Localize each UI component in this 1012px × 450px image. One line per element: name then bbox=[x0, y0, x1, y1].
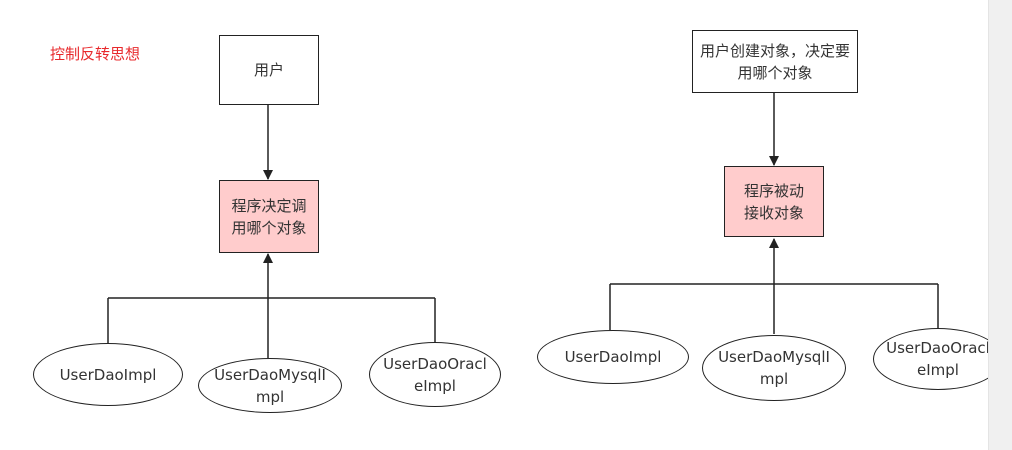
right-impl-userdaomysqlimpl[interactable]: UserDaoMysqlImpl bbox=[702, 335, 846, 401]
right-impl-label-1: UserDaoImpl bbox=[564, 348, 662, 366]
vertical-scrollbar[interactable] bbox=[988, 0, 1012, 450]
right-user-box[interactable]: 用户创建对象，决定要用哪个对象 bbox=[692, 30, 858, 93]
left-impl-userdaooracleimpl[interactable]: UserDaoOracleImpl bbox=[369, 342, 501, 407]
left-impl-label-1: UserDaoImpl bbox=[59, 365, 157, 384]
right-user-label: 用户创建对象，决定要用哪个对象 bbox=[700, 41, 851, 82]
left-user-box[interactable]: 用户 bbox=[219, 35, 319, 105]
right-impl-userdaoimpl[interactable]: UserDaoImpl bbox=[537, 330, 689, 384]
right-program-label: 程序被动接收对象 bbox=[743, 181, 804, 222]
left-impl-label-2: UserDaoMysqlImpl bbox=[214, 365, 326, 406]
left-impl-userdaoimpl[interactable]: UserDaoImpl bbox=[33, 343, 183, 406]
left-impl-label-3: UserDaoOracleImpl bbox=[383, 354, 487, 395]
right-impl-label-3: UserDaoOracleImpl bbox=[886, 339, 990, 379]
diagram-caption: 控制反转思想 bbox=[50, 45, 141, 63]
left-program-label: 程序决定调用哪个对象 bbox=[231, 196, 307, 237]
left-user-label: 用户 bbox=[253, 61, 284, 79]
left-impl-userdaomysqlimpl[interactable]: UserDaoMysqlImpl bbox=[198, 358, 342, 413]
left-program-box[interactable]: 程序决定调用哪个对象 bbox=[219, 180, 319, 253]
right-impl-userdaooracleimpl[interactable]: UserDaoOracleImpl bbox=[873, 328, 1003, 390]
right-program-box[interactable]: 程序被动接收对象 bbox=[724, 166, 824, 237]
right-impl-label-2: UserDaoMysqlImpl bbox=[718, 348, 830, 388]
